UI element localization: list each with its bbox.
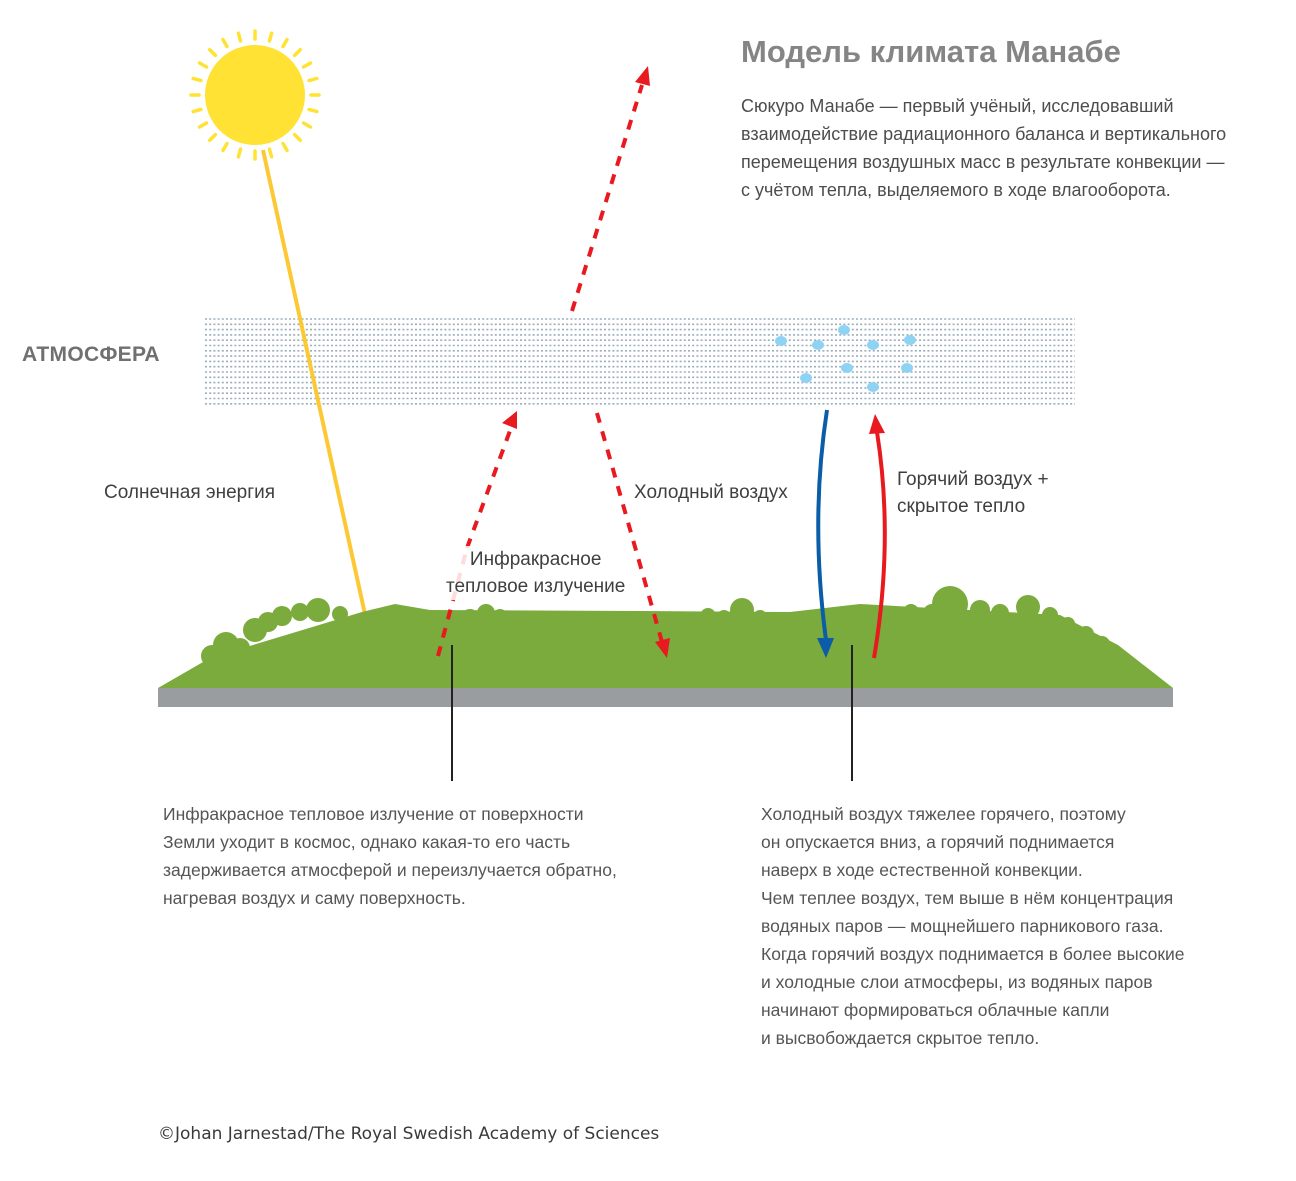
droplet: [800, 373, 812, 383]
infrared-label-line: Инфракрасное: [469, 549, 602, 570]
hot-air-arrow-up: [869, 414, 887, 659]
sun-ray: [292, 132, 303, 143]
paragraph-line: наверх в ходе естественной конвекции.: [761, 860, 1083, 880]
droplet: [867, 382, 879, 392]
paragraph-line: водяных паров — мощнейшего парникового г…: [761, 916, 1164, 936]
intro-line: Сюкуро Манабе — первый учёный, исследова…: [741, 96, 1174, 116]
paragraph-line: начинают формироваться облачные капли: [761, 1000, 1110, 1020]
hot-air-label: Горячий воздух + скрытое тепло: [897, 466, 1049, 520]
atmosphere-label: АТМОСФЕРА: [22, 343, 160, 366]
sun-ray: [267, 31, 274, 43]
droplet: [867, 340, 879, 350]
sun-ray: [281, 37, 289, 49]
intro-text: Сюкуро Манабе — первый учёный, исследова…: [741, 92, 1261, 204]
sun-ray: [307, 76, 319, 83]
paragraph-line: Земли уходит в космос, однако какая-то е…: [163, 832, 571, 852]
intro-line: с учётом тепла, выделяемого в ходе влаго…: [741, 180, 1171, 200]
intro-line: взаимодействие радиационного баланса и в…: [741, 124, 1227, 144]
convection-explanation: Холодный воздух тяжелее горячего, поэтом…: [761, 800, 1185, 1052]
infrared-label-line: тепловое излучение: [446, 576, 626, 597]
sun-ray: [292, 47, 303, 58]
paragraph-line: нагревая воздух и саму поверхность.: [163, 888, 466, 908]
hot-air-label-line: Горячий воздух +: [897, 469, 1049, 490]
paragraph-line: и высвобождается скрытое тепло.: [761, 1028, 1040, 1048]
sun-icon: [189, 29, 321, 161]
sun-ray: [281, 141, 289, 153]
infrared-explanation: Инфракрасное тепловое излучение от повер…: [163, 800, 617, 912]
sun-ray: [236, 147, 243, 159]
sun-ray: [267, 147, 274, 159]
sun-ray: [207, 132, 218, 143]
infrared-label: Инфракрасное тепловое излучение: [444, 546, 628, 600]
sun-ray: [301, 121, 313, 129]
droplet: [904, 335, 916, 345]
sun-ray: [301, 61, 313, 69]
paragraph-line: и холодные слои атмосферы, из водяных па…: [761, 972, 1153, 992]
sun-ray: [197, 121, 209, 129]
solar-energy-arrow: [261, 149, 379, 655]
sun-ray: [207, 47, 218, 58]
sun-ray: [221, 37, 229, 49]
cold-air-label: Холодный воздух: [634, 482, 788, 503]
sun-ray: [191, 76, 203, 83]
sun-ray: [236, 31, 243, 43]
sun-ray: [191, 107, 203, 114]
paragraph-line: Холодный воздух тяжелее горячего, поэтом…: [761, 804, 1126, 824]
solar-energy-label: Солнечная энергия: [104, 482, 276, 503]
intro-line: перемещения воздушных масс в результате …: [741, 152, 1225, 172]
image-credit: ©Johan Jarnestad/The Royal Swedish Acade…: [158, 1124, 660, 1144]
paragraph-line: Когда горячий воздух поднимается в более…: [761, 944, 1185, 964]
droplet: [901, 363, 913, 373]
sun-ray: [197, 61, 209, 69]
sun-ray: [307, 107, 319, 114]
paragraph-line: Чем теплее воздух, тем выше в нём концен…: [761, 888, 1174, 908]
atmosphere-band: [205, 318, 1075, 405]
paragraph-line: задерживается атмосферой и переизлучаетс…: [163, 860, 617, 880]
infrared-arrow-back-to-surface: [595, 412, 670, 658]
cloud-droplets: [775, 325, 916, 392]
droplet: [838, 325, 850, 335]
sun-ray: [221, 141, 229, 153]
droplet: [812, 340, 824, 350]
page-title: Модель климата Манабе: [741, 34, 1121, 69]
infrared-arrow-up-left: [436, 411, 517, 657]
paragraph-line: Инфракрасное тепловое излучение от повер…: [163, 804, 584, 824]
infrared-arrow-to-space: [570, 66, 650, 312]
hot-air-label-line: скрытое тепло: [897, 496, 1026, 517]
droplet: [775, 336, 787, 346]
droplet: [841, 363, 853, 373]
cold-air-arrow-down: [816, 409, 834, 658]
paragraph-line: он опускается вниз, а горячий поднимаетс…: [761, 832, 1115, 852]
